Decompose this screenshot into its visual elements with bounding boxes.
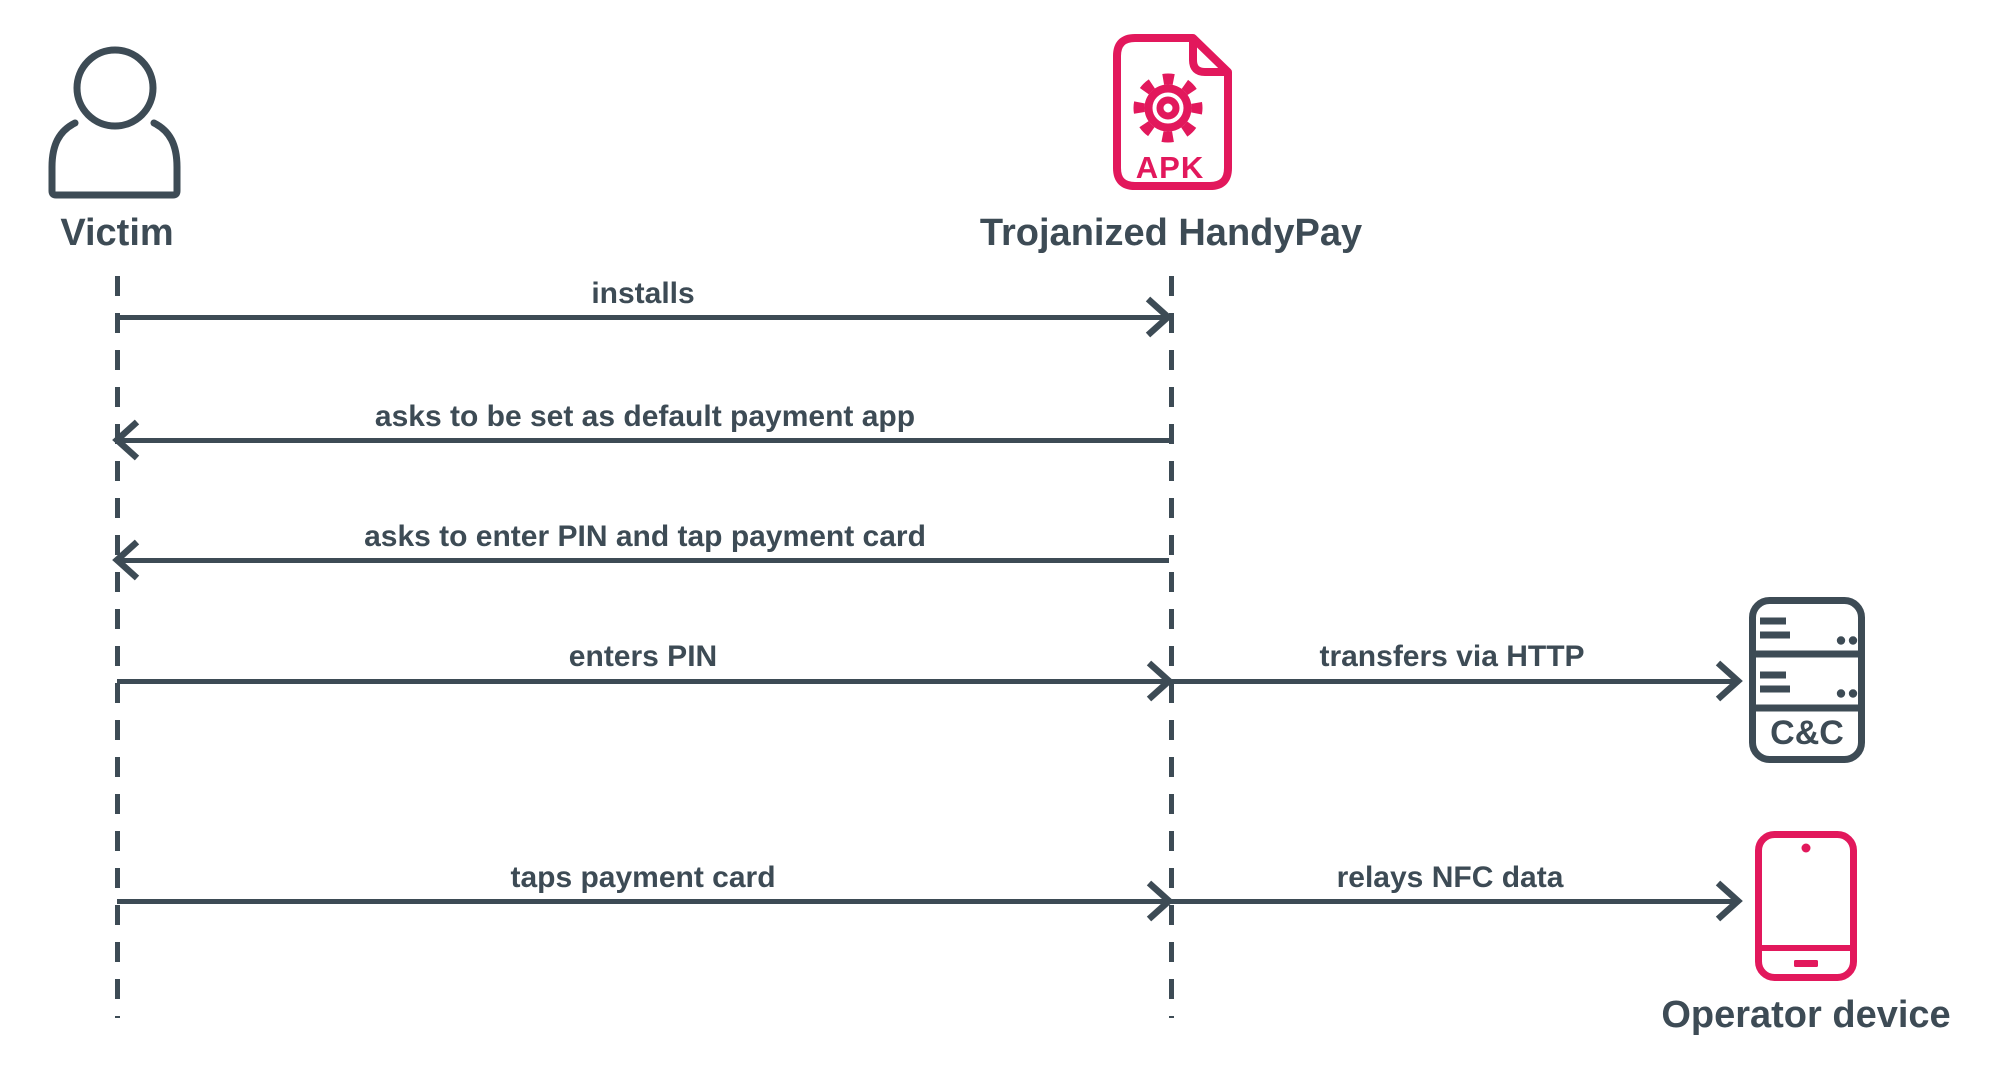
trojan-label: Trojanized HandyPay xyxy=(979,212,1363,254)
apk-badge-label: APK xyxy=(1135,150,1205,185)
message-arrow-installs xyxy=(117,315,1167,320)
message-arrow-enter-pin-tap-card xyxy=(120,558,1169,563)
home-button xyxy=(1794,960,1818,967)
operator-label: Operator device xyxy=(1661,994,1951,1036)
person-icon xyxy=(48,46,181,199)
message-label-relays-nfc-data: relays NFC data xyxy=(1336,861,1564,894)
cnc-label: C&C xyxy=(1770,714,1844,752)
smartphone-icon xyxy=(1755,831,1857,981)
gear-icon xyxy=(1133,73,1203,143)
trojan-lifeline xyxy=(1169,276,1174,1018)
folded-corner xyxy=(1189,40,1226,76)
victim-label: Victim xyxy=(60,212,174,254)
arrowhead-right-icon xyxy=(1715,660,1743,702)
message-arrow-taps-payment-card xyxy=(117,899,1738,904)
arrowhead-right-icon xyxy=(1145,296,1173,338)
server-icon xyxy=(1749,597,1865,763)
message-arrow-default-payment-app xyxy=(120,438,1169,443)
arrowhead-left-icon xyxy=(112,419,140,461)
message-label-enters-pin: enters PIN xyxy=(568,640,718,673)
message-label-transfers-via-http: transfers via HTTP xyxy=(1319,640,1585,673)
message-arrow-enters-pin xyxy=(117,679,1738,684)
camera-dot xyxy=(1801,843,1811,853)
message-label-installs: installs xyxy=(591,277,695,310)
victim-lifeline xyxy=(115,276,120,1018)
apk-file-gear-icon xyxy=(1113,34,1232,190)
message-label-default-payment-app: asks to be set as default payment app xyxy=(374,400,916,433)
arrowhead-right-icon xyxy=(1146,660,1174,702)
arrowhead-right-icon xyxy=(1715,880,1743,922)
arrowhead-left-icon xyxy=(112,539,140,581)
arrowhead-right-icon xyxy=(1146,880,1174,922)
message-label-taps-payment-card: taps payment card xyxy=(510,861,776,894)
message-label-enter-pin-tap-card: asks to enter PIN and tap payment card xyxy=(364,520,926,553)
